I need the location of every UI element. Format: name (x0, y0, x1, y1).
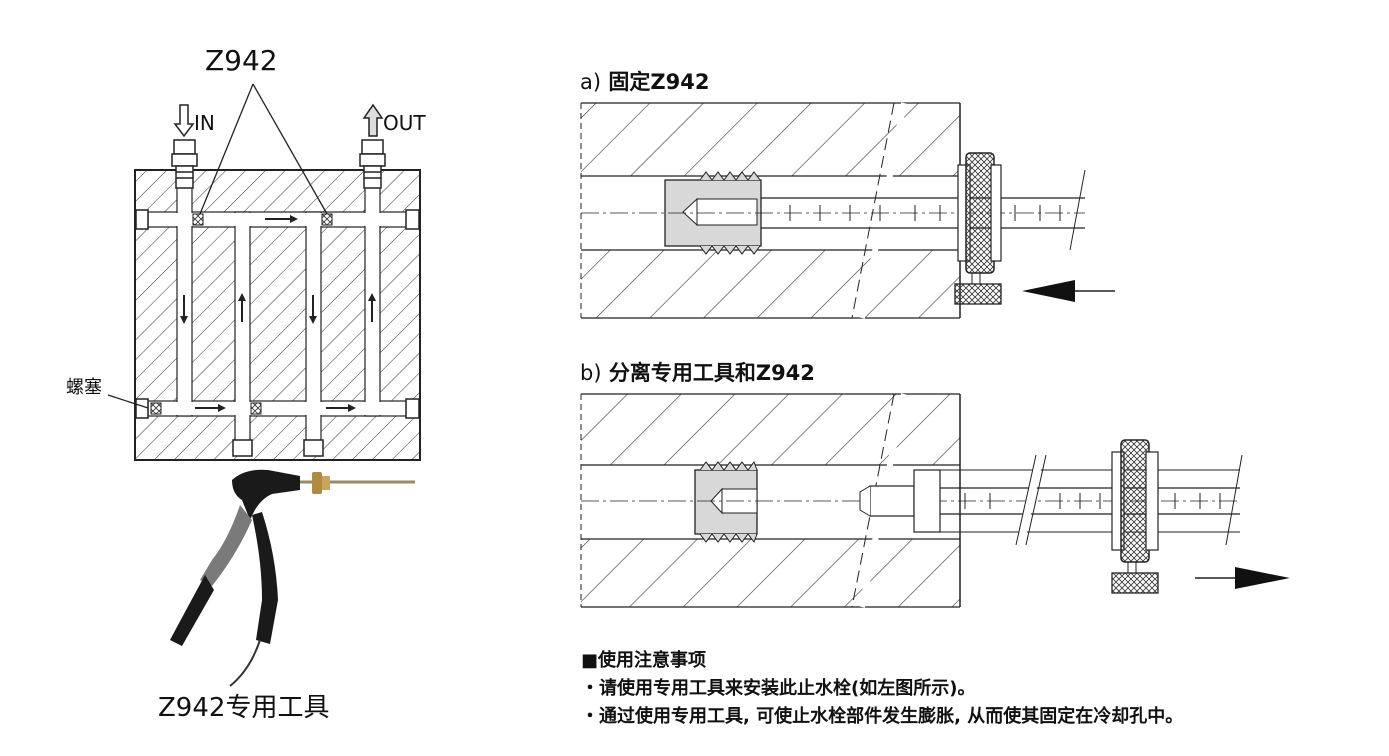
flow-arrows (180, 215, 376, 412)
in-arrow-icon (173, 104, 195, 138)
section-a-prefix: a) (580, 70, 602, 94)
section-b-heading: b) 分离专用工具和Z942 (580, 357, 815, 387)
z942-label: Z942 (205, 44, 278, 77)
section-a-heading: a) 固定Z942 (580, 66, 709, 96)
inlet-label: IN (194, 111, 215, 135)
outlet-label: OUT (383, 111, 426, 135)
note-item: ・请使用专用工具来安装此止水栓(如左图所示)。 (581, 678, 976, 699)
tool-illustration (170, 469, 415, 687)
section-b-title: 分离专用工具和Z942 (608, 361, 815, 385)
tool-caption: Z942专用工具 (158, 693, 330, 723)
outlet-fitting (359, 139, 386, 189)
note-item: ・通过使用专用工具, 可使止水栓部件发生膨胀, 从而使其固定在冷却孔中。 (581, 706, 1184, 727)
z942-leader-lines (199, 83, 328, 215)
out-arrow-icon (362, 103, 384, 137)
section-b-prefix: b) (580, 361, 602, 385)
section-a-title: 固定Z942 (608, 70, 710, 94)
inlet-fitting (171, 139, 198, 189)
notes-heading: ■使用注意事项 (581, 650, 707, 671)
section-a-drawing (580, 102, 1115, 319)
usage-notes: ■使用注意事项 ・请使用专用工具来安装此止水栓(如左图所示)。 ・通过使用专用工… (581, 647, 1183, 731)
plug-leader-line (107, 394, 149, 409)
plug-label: 螺塞 (66, 377, 102, 398)
section-b-drawing (580, 393, 1290, 608)
plug-markers (150, 213, 333, 415)
manifold-block (134, 169, 421, 461)
end-plugs (135, 209, 420, 457)
